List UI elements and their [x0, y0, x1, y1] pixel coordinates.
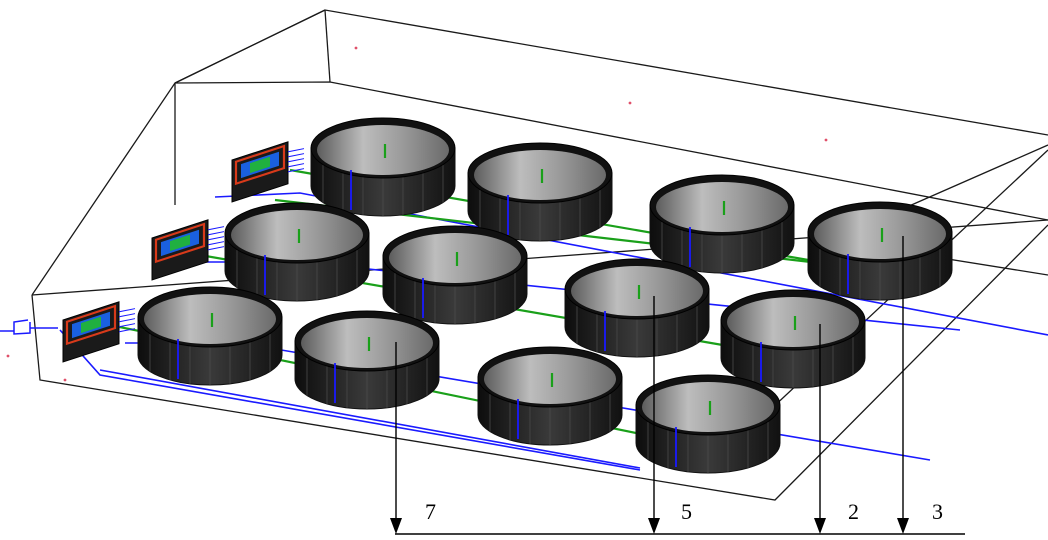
- control-unit-icon: [231, 141, 305, 203]
- tank-inner: [571, 266, 703, 316]
- unit-display: [250, 156, 270, 174]
- callout-label: 7: [425, 499, 436, 524]
- unit-wire: [118, 328, 136, 333]
- inlet-icon: [0, 319, 58, 335]
- callout-5: 5: [648, 296, 692, 534]
- tank-grid: [137, 117, 953, 474]
- down-arrow-icon: [814, 518, 826, 534]
- tank-inner: [474, 150, 606, 200]
- unit-wire: [207, 236, 225, 241]
- unit-wire: [207, 231, 225, 236]
- tank-inner: [144, 294, 276, 344]
- callout-2: 2: [814, 324, 859, 534]
- blue-pipe: [99, 369, 641, 469]
- enclosure-top-back: [174, 9, 1048, 136]
- unit-wire: [287, 153, 305, 158]
- tank-inner: [656, 182, 788, 232]
- down-arrow-icon: [390, 518, 402, 534]
- unit-frame: [234, 144, 286, 186]
- tank-icon: [649, 174, 795, 274]
- tank-icon: [564, 258, 710, 358]
- tank-icon: [137, 286, 283, 386]
- enclosure-back-vertical: [324, 9, 331, 83]
- unit-wire: [287, 168, 305, 173]
- callout-3: 3: [897, 236, 943, 534]
- unit-frame: [65, 304, 117, 346]
- unit-wire: [207, 246, 225, 251]
- callout-label: 3: [932, 499, 943, 524]
- tank-inner: [642, 382, 774, 432]
- tank-icon: [807, 201, 953, 301]
- unit-body: [151, 219, 209, 281]
- control-unit-icon: [62, 301, 136, 363]
- tank-icon: [224, 202, 370, 302]
- tank-inner: [484, 354, 616, 404]
- enclosure-wireframe: [31, 9, 1048, 501]
- tank-inner: [389, 233, 521, 283]
- unit-wire: [207, 226, 225, 231]
- callout-label: 2: [848, 499, 859, 524]
- tank-icon: [294, 310, 440, 410]
- tank-inner: [814, 209, 946, 259]
- unit-display: [170, 234, 190, 252]
- callout-group: 7 5 2 3: [390, 236, 965, 535]
- tank-icon: [310, 117, 456, 217]
- tank-icon: [720, 289, 866, 389]
- down-arrow-icon: [648, 518, 660, 534]
- marker-dots: [6, 46, 828, 382]
- tank-icon: [477, 346, 623, 446]
- unit-wire: [118, 318, 136, 323]
- unit-wire: [207, 241, 225, 246]
- unit-display: [81, 316, 101, 334]
- callout-label: 5: [681, 499, 692, 524]
- down-arrow-icon: [897, 518, 909, 534]
- enclosure-front-base: [31, 224, 1048, 501]
- tank-inner: [231, 210, 363, 260]
- tank-icon: [635, 374, 781, 474]
- control-unit-icon: [151, 219, 225, 281]
- tank-inner: [727, 297, 859, 347]
- unit-wire: [287, 158, 305, 163]
- control-units: [62, 141, 305, 363]
- enclosure-back-floor: [174, 81, 1048, 221]
- unit-body: [62, 301, 120, 363]
- unit-wire: [118, 323, 136, 328]
- unit-body: [231, 141, 289, 203]
- tank-icon: [467, 142, 613, 242]
- unit-wire: [287, 148, 305, 153]
- enclosure-right-front-upper: [899, 144, 1048, 211]
- unit-frame: [154, 222, 206, 264]
- tank-icon: [382, 225, 528, 325]
- unit-wire: [287, 163, 305, 168]
- tank-inner: [301, 318, 433, 368]
- unit-wire: [118, 308, 136, 313]
- callout-7: 7: [390, 342, 436, 534]
- unit-wire: [118, 313, 136, 318]
- tank-inner: [317, 125, 449, 175]
